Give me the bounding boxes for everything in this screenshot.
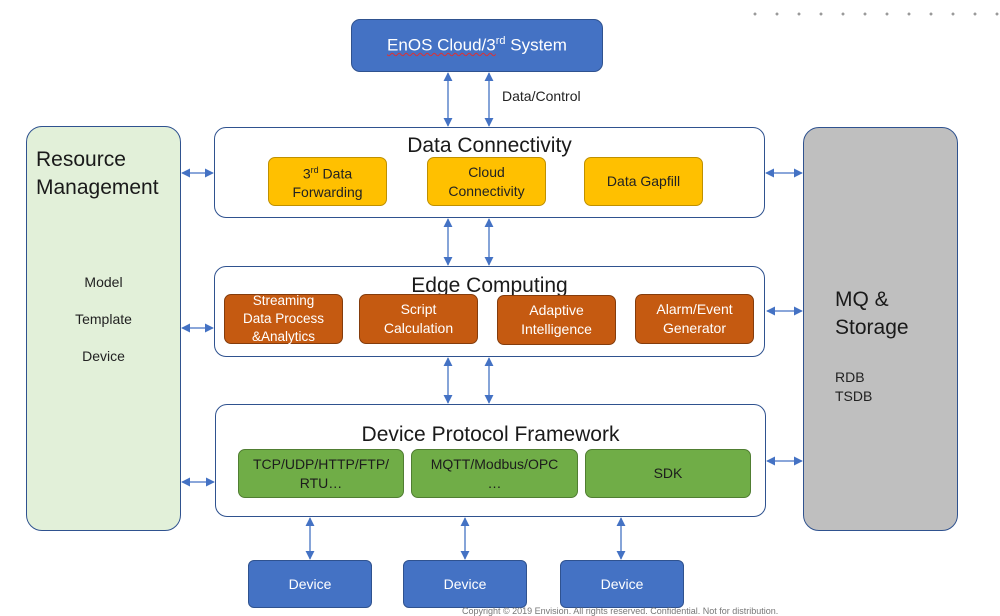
edge-computing-title: Edge Computing [411, 274, 568, 297]
resource-management-panel: Resource Management Model Template Devic… [26, 126, 181, 531]
mqtt-modbus-opc-module: MQTT/Modbus/OPC … [411, 449, 578, 498]
streaming-analytics-module: Streaming Data Process &Analytics [224, 293, 343, 344]
data-gapfill-module: Data Gapfill [584, 157, 703, 206]
device-box-3: Device [560, 560, 684, 608]
mq-storage-title: MQ & Storage [835, 288, 909, 339]
mq-storage-panel: MQ & Storage RDB TSDB [803, 127, 958, 531]
resource-management-title: Resource Management [36, 148, 159, 199]
device-box-1: Device [248, 560, 372, 608]
cloud-connectivity-module: Cloud Connectivity [427, 157, 546, 206]
data-connectivity-title: Data Connectivity [407, 134, 572, 157]
third-data-forwarding-module: 3rd Data Forwarding [268, 157, 387, 206]
copyright-footer: Copyright © 2019 Envision. All rights re… [462, 606, 779, 616]
storage-item-rdb: RDB [835, 369, 865, 385]
script-calculation-module: Script Calculation [359, 294, 478, 344]
resource-item-device: Device [82, 348, 125, 364]
enos-cloud-label: EnOS Cloud/3rd System [387, 35, 567, 55]
data-control-label: Data/Control [502, 88, 581, 104]
sdk-module: SDK [585, 449, 751, 498]
storage-item-tsdb: TSDB [835, 388, 873, 404]
enos-cloud-box: EnOS Cloud/3rd System [351, 19, 603, 72]
edge-computing-layer: Edge Computing Streaming Data Process &A… [214, 266, 765, 357]
device-protocol-framework-title: Device Protocol Framework [361, 423, 620, 446]
adaptive-intelligence-module: Adaptive Intelligence [497, 295, 616, 345]
device-box-2: Device [403, 560, 527, 608]
tcp-udp-http-ftp-rtu-module: TCP/UDP/HTTP/FTP/ RTU… [238, 449, 404, 498]
alarm-event-generator-module: Alarm/Event Generator [635, 294, 754, 344]
resource-item-model: Model [84, 274, 123, 290]
device-protocol-framework-layer: Device Protocol Framework TCP/UDP/HTTP/F… [215, 404, 766, 517]
resource-item-template: Template [75, 311, 132, 327]
decorative-dot-grid [744, 2, 1000, 32]
data-connectivity-layer: Data Connectivity 3rd Data Forwarding Cl… [214, 127, 765, 218]
